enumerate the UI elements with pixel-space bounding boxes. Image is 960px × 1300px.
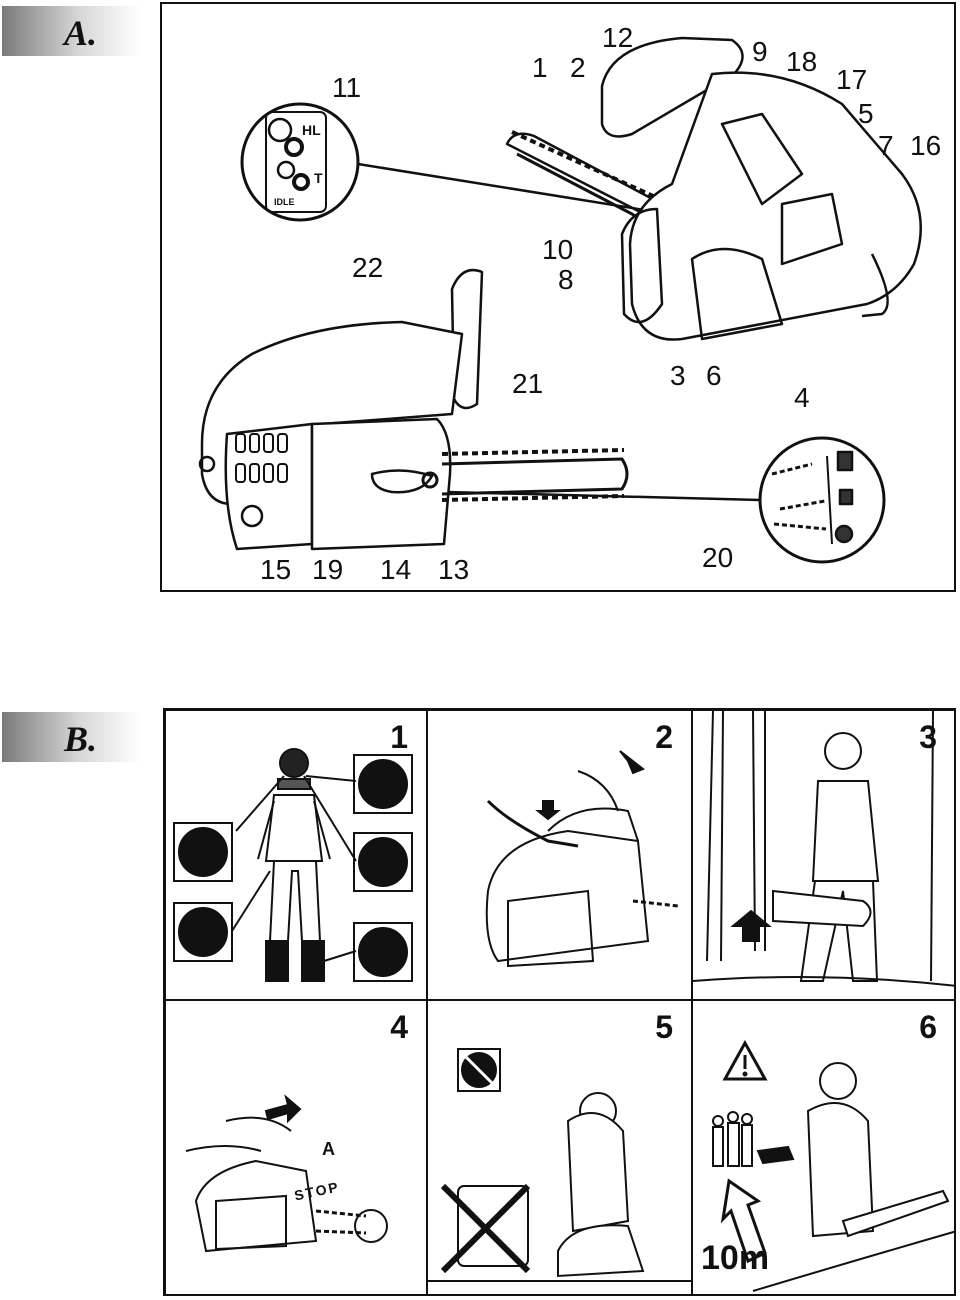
callout-22: 22 xyxy=(352,252,384,283)
callout-4: 4 xyxy=(794,382,810,413)
panel-6-number: 6 xyxy=(919,1009,937,1045)
section-a-label: A. xyxy=(64,13,98,53)
panel-2-number: 2 xyxy=(655,719,673,755)
callout-16: 16 xyxy=(910,130,942,161)
goggles-icon xyxy=(178,827,228,877)
callout-17: 17 xyxy=(836,64,868,95)
distance-arrow-icon xyxy=(720,1178,767,1264)
boots-icon xyxy=(358,927,408,977)
callout-6: 6 xyxy=(706,360,722,391)
callout-13: 13 xyxy=(438,554,470,585)
callout-12: 12 xyxy=(602,22,634,53)
callout-7: 7 xyxy=(878,130,894,161)
callout-8: 8 xyxy=(558,264,574,295)
chain-detail-inset-circle xyxy=(758,436,886,564)
callout-5: 5 xyxy=(858,98,874,129)
gloves-icon xyxy=(178,907,228,957)
panel-4-marker-a: A xyxy=(322,1139,335,1159)
section-b-tab: B. xyxy=(2,712,140,762)
inset-label-hl: HL xyxy=(302,122,321,138)
panel-4-chain-brake: 4 A STOP xyxy=(165,1000,427,1296)
callout-1: 1 xyxy=(532,52,548,83)
panel-1-number: 1 xyxy=(390,719,408,755)
panel-5-refueling: 5 xyxy=(427,1000,692,1296)
figure-a-frame: 11 1 2 12 9 18 17 5 7 16 10 8 22 21 3 6 … xyxy=(160,2,956,592)
inset-label-idle: IDLE xyxy=(274,197,295,207)
helmet-icon xyxy=(358,759,408,809)
callout-11: 11 xyxy=(332,72,362,103)
callout-3: 3 xyxy=(670,360,686,391)
panel-4-number: 4 xyxy=(390,1009,408,1045)
callout-14: 14 xyxy=(380,554,412,585)
callout-9: 9 xyxy=(752,36,768,67)
callout-15: 15 xyxy=(260,554,292,585)
section-b-label: B. xyxy=(64,719,98,759)
inset-label-t: T xyxy=(314,170,323,186)
ear-protection-icon xyxy=(358,837,408,887)
chainsaw-parts-illustration xyxy=(198,36,922,564)
carburetor-inset-circle xyxy=(240,102,360,222)
panel-3-carrying: 3 xyxy=(692,710,956,1000)
figure-b-grid: 1 xyxy=(163,708,956,1296)
callout-20: 20 xyxy=(702,542,734,573)
section-a-tab: A. xyxy=(2,6,140,56)
panel-1-protective-gear: 1 xyxy=(165,710,427,1000)
callout-10: 10 xyxy=(542,234,574,265)
panel-5-number: 5 xyxy=(655,1009,673,1045)
panel-6-distance-label: 10m xyxy=(701,1239,770,1277)
callout-21: 21 xyxy=(512,368,544,399)
callout-2: 2 xyxy=(570,52,586,83)
panel-6-safe-distance: 6 10m xyxy=(692,1000,956,1296)
callout-18: 18 xyxy=(786,46,818,77)
panel-2-starting: 2 xyxy=(427,710,692,1000)
callout-19: 19 xyxy=(312,554,344,585)
